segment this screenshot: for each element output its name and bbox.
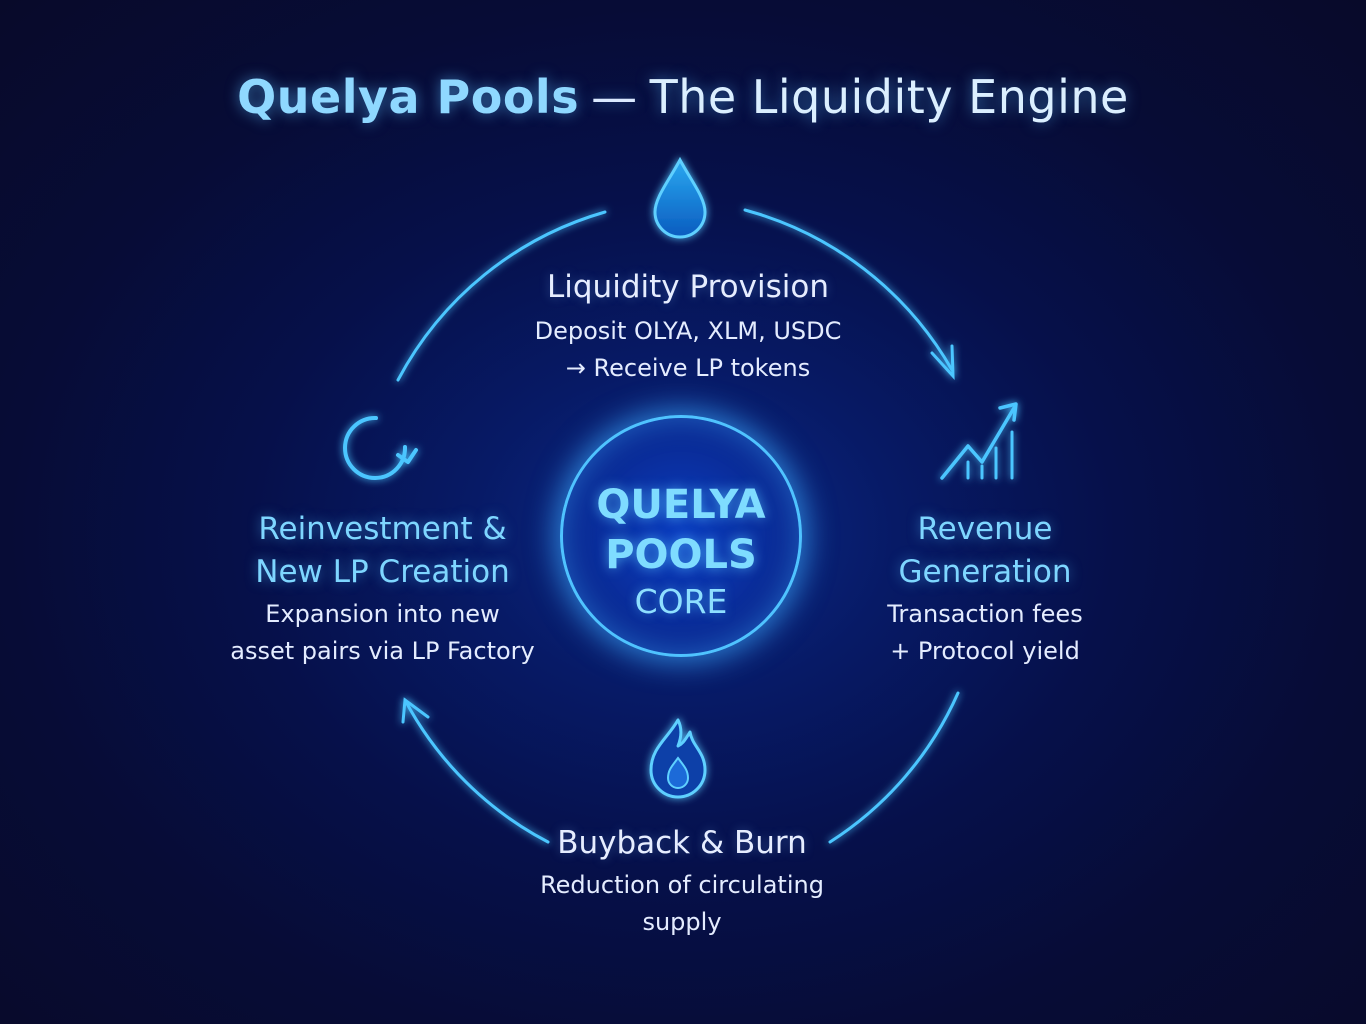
node-liquidity-provision: Liquidity Provision Deposit OLYA, XLM, U… — [488, 266, 888, 387]
liquidity-desc-line2: → Receive LP tokens — [565, 354, 811, 382]
reinvest-heading-line2: New LP Creation — [255, 554, 510, 590]
arc-top-right — [743, 208, 954, 372]
core-line1: QUELYA — [596, 482, 766, 528]
arc-bottom-right — [828, 691, 960, 844]
revenue-heading-line2: Generation — [898, 554, 1072, 590]
node-revenue-generation: Revenue Generation Transaction fees + Pr… — [870, 508, 1100, 670]
growth-chart-icon — [940, 402, 1018, 480]
revenue-desc-line2: + Protocol yield — [890, 637, 1080, 665]
node-reinvestment: Reinvestment & New LP Creation Expansion… — [230, 508, 535, 670]
reinvest-heading-line1: Reinvestment & — [258, 511, 507, 547]
core-line2: POOLS — [605, 532, 757, 578]
revenue-heading-line1: Revenue — [917, 511, 1053, 547]
reinvest-desc-line2: asset pairs via LP Factory — [230, 637, 535, 665]
revenue-desc-line1: Transaction fees — [887, 600, 1083, 628]
buyback-desc-line1: Reduction of circulating — [540, 871, 824, 899]
title-separator: — — [591, 70, 638, 124]
buyback-heading: Buyback & Burn — [557, 825, 807, 861]
core-line3: CORE — [634, 582, 728, 621]
liquidity-heading: Liquidity Provision — [547, 269, 829, 305]
core-circle: QUELYA POOLS CORE — [560, 415, 802, 657]
arrow-head-left — [401, 697, 430, 724]
buyback-desc-line2: supply — [642, 908, 722, 936]
reinvest-desc-line1: Expansion into new — [265, 600, 500, 628]
title-main: Quelya Pools — [237, 70, 580, 124]
page-title: Quelya Pools—The Liquidity Engine — [0, 70, 1366, 124]
node-buyback-burn: Buyback & Burn Reduction of circulating … — [482, 822, 882, 941]
refresh-cycle-icon — [343, 415, 418, 480]
droplet-icon — [653, 156, 707, 239]
flame-icon — [649, 718, 707, 799]
arrow-head-right — [930, 344, 955, 381]
arc-top-left — [396, 210, 607, 382]
arc-bottom-left — [403, 698, 550, 844]
liquidity-desc-line1: Deposit OLYA, XLM, USDC — [534, 317, 842, 345]
title-subtitle: The Liquidity Engine — [649, 70, 1129, 124]
